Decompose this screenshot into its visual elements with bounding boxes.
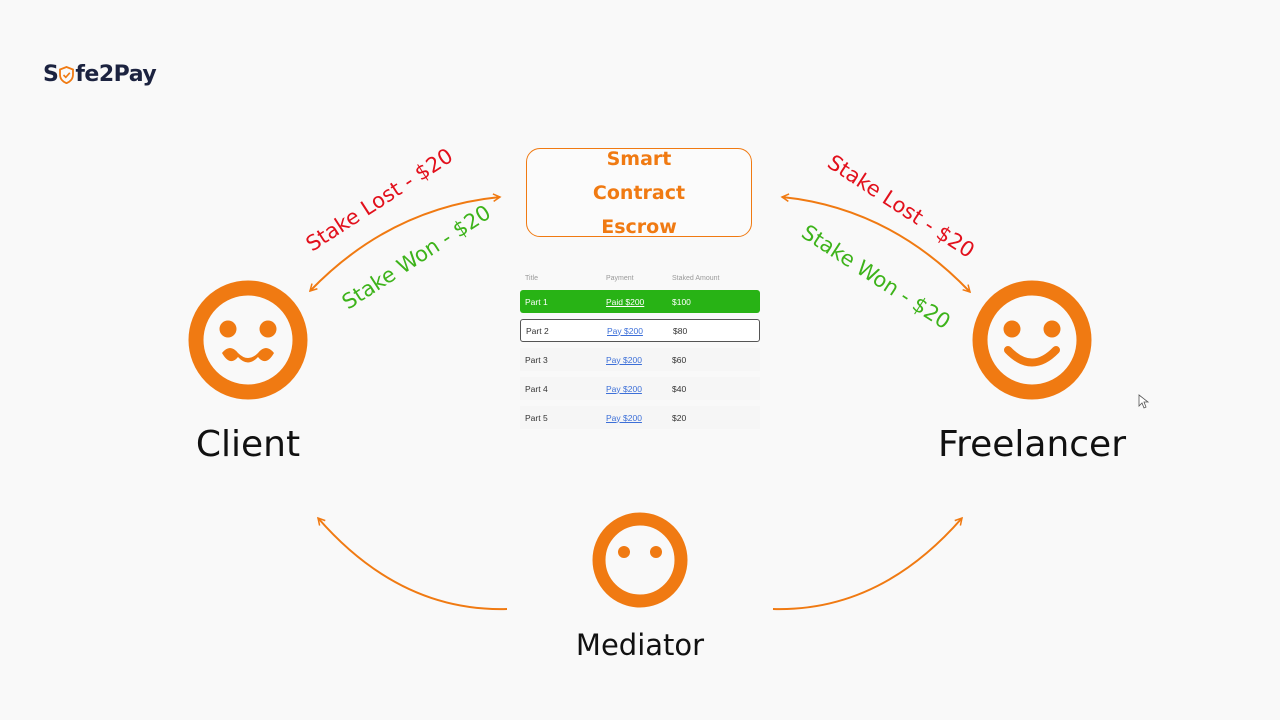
neutral-face-icon <box>592 512 688 608</box>
logo-text-start: S <box>43 62 59 87</box>
mediator-freelancer-arrow <box>772 518 962 611</box>
table-row: Part 4 Pay $200 $40 <box>520 377 760 400</box>
table-header: Title Payment Staked Amount <box>520 270 760 286</box>
row-stake: $80 <box>673 325 688 336</box>
mediator-label: Mediator <box>575 628 705 662</box>
client-escrow-arrow <box>310 197 500 291</box>
freelancer-escrow-arrow <box>782 197 970 292</box>
header-title: Title <box>525 274 538 282</box>
row-title: Part 1 <box>525 296 548 307</box>
row-title: Part 2 <box>526 325 549 336</box>
header-staked-amount: Staked Amount <box>672 274 720 282</box>
smart-contract-escrow-box: Smart Contract Escrow <box>526 148 752 238</box>
table-row: Part 3 Pay $200 $60 <box>520 348 760 371</box>
table-row: Part 5 Pay $200 $20 <box>520 406 760 429</box>
row-stake: $100 <box>672 296 691 307</box>
escrow-title: Smart Contract Escrow <box>592 147 686 238</box>
header-payment: Payment <box>606 274 634 282</box>
pay-link[interactable]: Pay $200 <box>606 383 642 394</box>
pay-link[interactable]: Pay $200 <box>606 412 642 423</box>
row-stake: $20 <box>672 412 687 423</box>
freelancer-label: Freelancer <box>937 424 1126 465</box>
row-title: Part 5 <box>525 412 548 423</box>
client-label: Client <box>195 424 301 465</box>
row-title: Part 4 <box>525 383 548 394</box>
table-row: Part 2 Pay $200 $80 <box>520 319 760 342</box>
table-row: Part 1 Paid $200 $100 <box>520 290 760 313</box>
pay-link[interactable]: Pay $200 <box>607 325 643 336</box>
pay-link[interactable]: Pay $200 <box>606 354 642 365</box>
mediator-client-arrow <box>318 518 508 611</box>
row-stake: $60 <box>672 354 687 365</box>
happy-face-icon <box>972 280 1092 400</box>
row-title: Part 3 <box>525 354 548 365</box>
mouse-cursor-icon <box>1138 394 1150 409</box>
row-stake: $40 <box>672 383 687 394</box>
paid-link[interactable]: Paid $200 <box>606 296 645 307</box>
logo: S fe2Pay <box>43 62 157 87</box>
logo-text-end: fe2Pay <box>75 62 157 87</box>
worried-face-icon <box>188 280 308 400</box>
milestone-table: Title Payment Staked Amount Part 1 Paid … <box>520 270 760 429</box>
shield-icon <box>59 65 75 84</box>
